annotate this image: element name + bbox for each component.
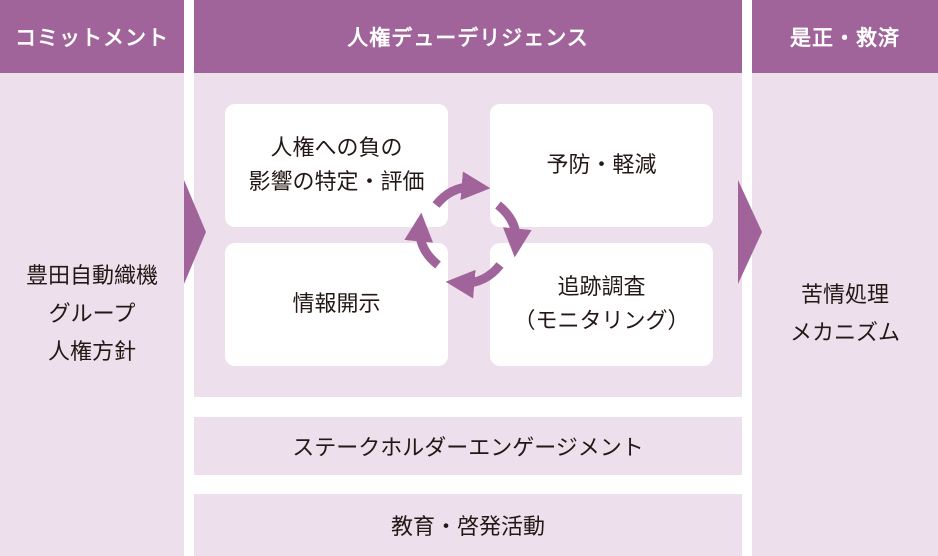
step-monitoring: 追跡調査 （モニタリング） — [490, 243, 713, 366]
header-commitment: コミットメント — [0, 0, 184, 73]
header-due-diligence: 人権デューデリジェンス — [194, 0, 742, 73]
step-prevent-mitigate: 予防・軽減 — [490, 104, 713, 227]
step-disclosure: 情報開示 — [225, 243, 448, 366]
header-remedy: 是正・救済 — [752, 0, 938, 73]
education-awareness-bar: 教育・啓発活動 — [194, 494, 742, 556]
commitment-panel: 豊田自動織機 グループ 人権方針 — [0, 73, 184, 556]
flow-arrow-left-icon — [184, 180, 206, 284]
stakeholder-engagement-bar: ステークホルダーエンゲージメント — [194, 417, 742, 475]
flow-arrow-right-icon — [738, 180, 762, 284]
remedy-panel: 苦情処理 メカニズム — [752, 73, 938, 556]
cycle-arrows-icon — [404, 171, 532, 299]
step-identify-assess: 人権への負の 影響の特定・評価 — [225, 104, 448, 227]
